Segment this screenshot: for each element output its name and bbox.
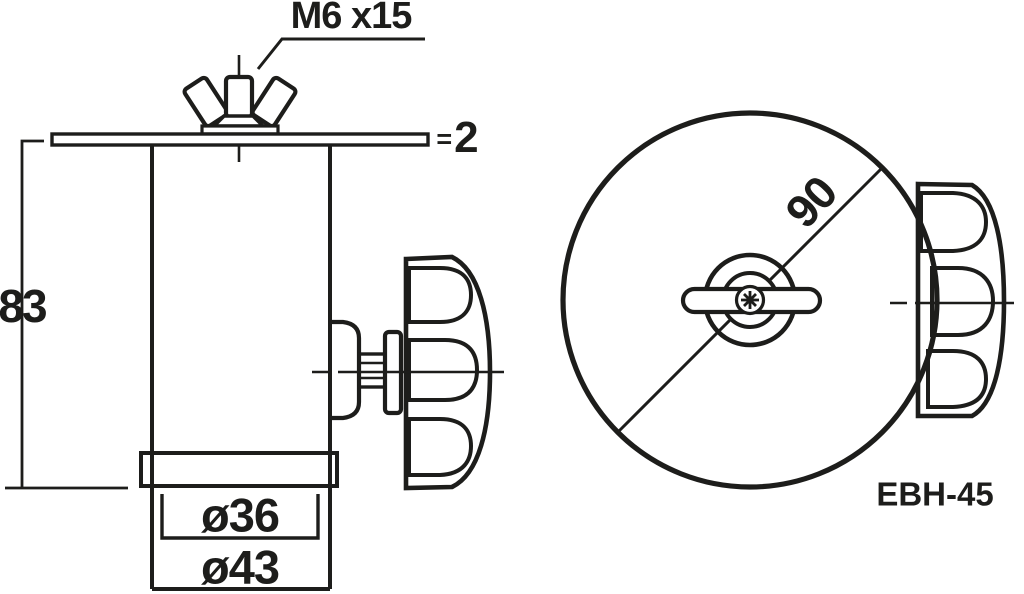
knob-outline-front	[915, 181, 1007, 419]
model-name-label: EBH-45	[876, 475, 994, 513]
sleeve-outline	[150, 453, 332, 591]
inner-diameter-label: ø36	[201, 488, 280, 542]
knob-lobe-top-front	[919, 191, 989, 253]
collar	[139, 451, 339, 488]
flange-plate	[50, 132, 430, 147]
center-hub	[680, 252, 823, 348]
disc-circle	[560, 110, 940, 490]
dia36-extension-lines	[160, 494, 320, 540]
knob-lobe-middle-front	[930, 266, 996, 337]
clamp-knob-front	[890, 181, 1014, 419]
overall-height-label: 83	[0, 280, 48, 332]
front-view	[560, 110, 1014, 490]
thread-leader-line	[256, 37, 425, 70]
wing-right	[250, 75, 298, 129]
clamp-boss	[330, 319, 362, 421]
shaft-thread-lines	[359, 361, 385, 380]
knob-lobe-bottom	[407, 417, 474, 477]
outer-diameter-label: ø43	[201, 540, 280, 594]
wing-nut-stud	[223, 74, 255, 120]
thread-spec-label: M6 x15	[290, 0, 413, 37]
thickness-tick-mark: =	[436, 123, 452, 154]
side-view	[5, 37, 504, 591]
knob-lobe-bottom-front	[926, 349, 989, 409]
plate-thickness-value: 2	[454, 113, 479, 162]
knob-lobe-middle	[407, 338, 480, 402]
plate-thickness-label: = 2	[436, 113, 479, 162]
knob-lobe-top	[407, 266, 474, 324]
height-dimension-lines	[5, 139, 128, 490]
threaded-shaft	[357, 352, 387, 389]
wing-nut	[182, 74, 298, 136]
clamp-assembly-side	[312, 254, 504, 491]
screw-cross-icon	[741, 291, 759, 309]
